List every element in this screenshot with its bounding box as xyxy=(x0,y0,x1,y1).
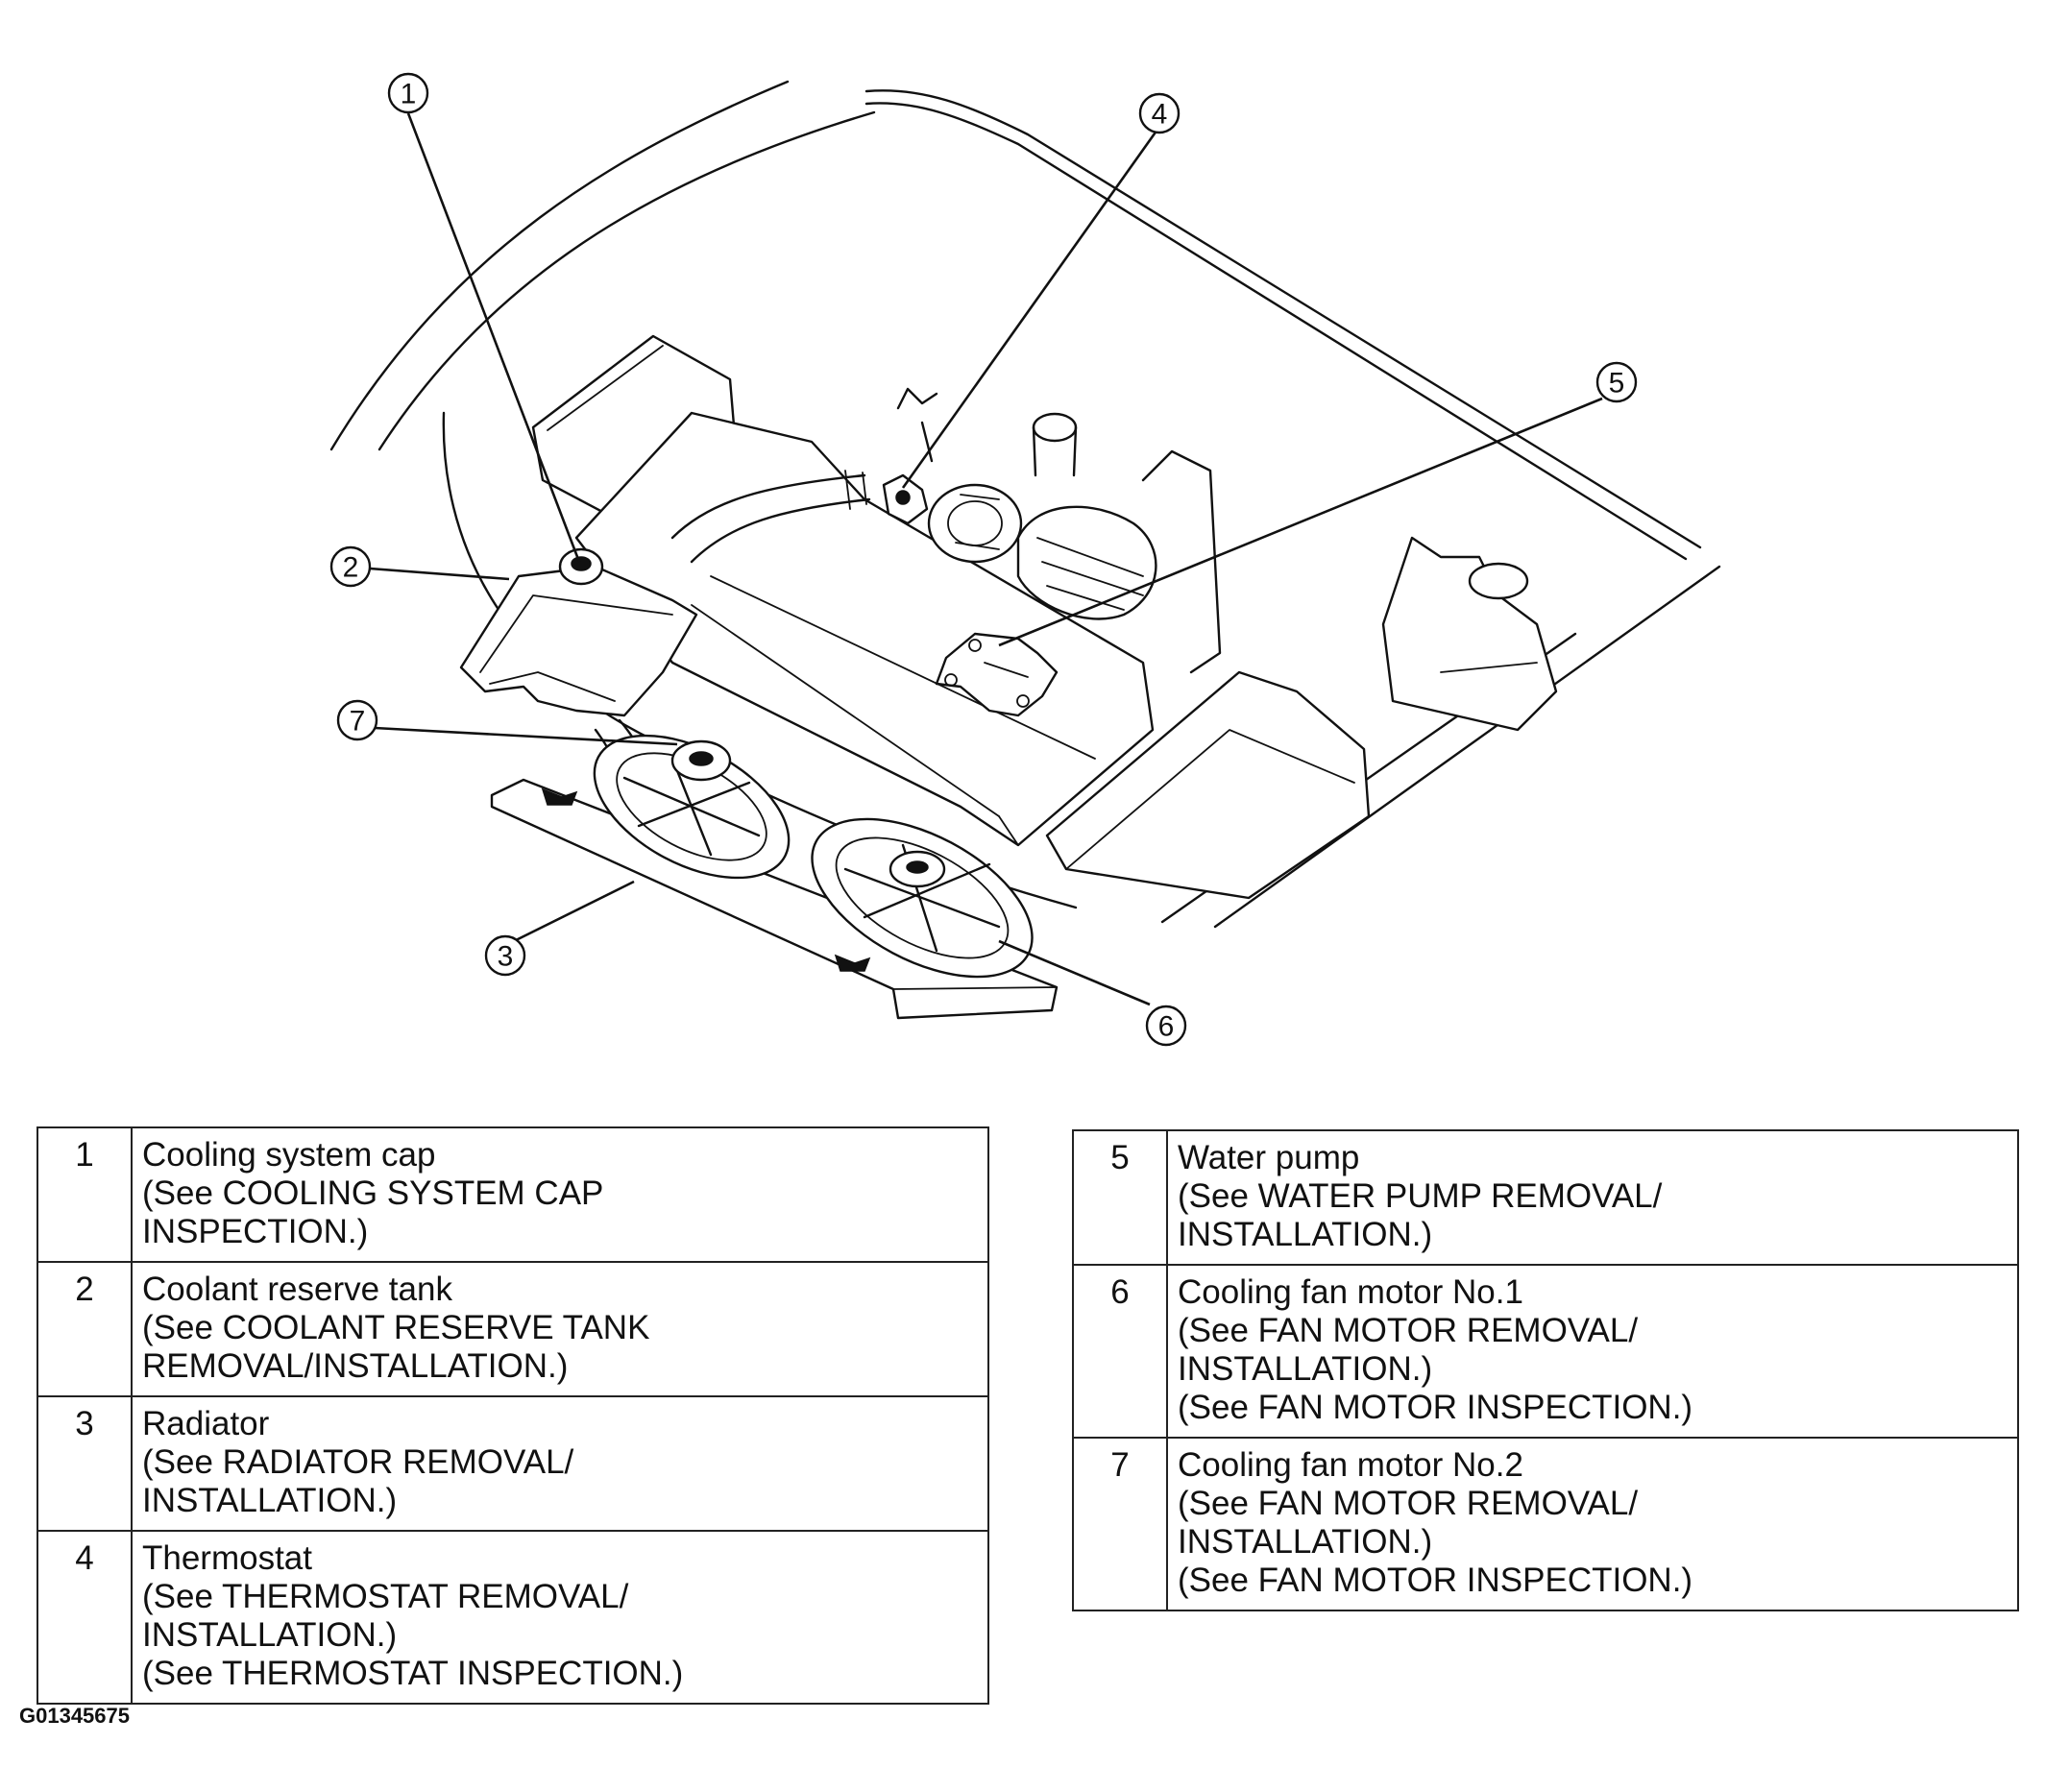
figure-id: G01345675 xyxy=(19,1704,130,1728)
part-description: Cooling fan motor No.1 (See FAN MOTOR RE… xyxy=(1166,1264,2019,1439)
callout-3: 3 xyxy=(484,934,526,977)
engine-block xyxy=(574,411,1371,900)
water-pump xyxy=(935,632,1059,717)
thermostat xyxy=(882,473,929,525)
part-reference: (See THERMOSTAT REMOVAL/ xyxy=(142,1578,629,1615)
part-description: Cooling system cap (See COOLING SYSTEM C… xyxy=(131,1126,989,1263)
callout-6-label: 6 xyxy=(1158,1011,1175,1043)
part-name: Coolant reserve tank xyxy=(142,1271,452,1308)
part-number: 5 xyxy=(1072,1129,1168,1266)
part-number: 1 xyxy=(37,1126,133,1263)
part-reference: INSTALLATION.) xyxy=(1178,1350,1433,1388)
part-reference: (See WATER PUMP REMOVAL/ xyxy=(1178,1177,1663,1215)
table-row: 3 Radiator (See RADIATOR REMOVAL/ INSTAL… xyxy=(37,1395,989,1532)
part-reference: (See FAN MOTOR INSPECTION.) xyxy=(1178,1389,1693,1426)
callout-2-label: 2 xyxy=(343,552,359,584)
part-number: 4 xyxy=(37,1530,133,1705)
callout-3-label: 3 xyxy=(498,941,514,973)
engine-bay-diagram: 1 2 3 4 5 6 7 xyxy=(329,72,1721,1047)
part-name: Cooling fan motor No.1 xyxy=(1178,1273,1523,1311)
part-number: 3 xyxy=(37,1395,133,1532)
part-number: 2 xyxy=(37,1261,133,1397)
callout-6: 6 xyxy=(1145,1005,1187,1047)
engine-component-left xyxy=(896,387,938,463)
part-name: Cooling system cap xyxy=(142,1136,436,1174)
part-reference: (See THERMOSTAT INSPECTION.) xyxy=(142,1655,684,1692)
part-reference: INSTALLATION.) xyxy=(142,1482,398,1519)
part-reference: INSTALLATION.) xyxy=(1178,1523,1433,1561)
parts-legend-table-right: 5 Water pump (See WATER PUMP REMOVAL/ IN… xyxy=(1072,1129,2019,1611)
alternator xyxy=(927,449,1222,674)
callout-1: 1 xyxy=(387,72,429,114)
part-reference: (See FAN MOTOR REMOVAL/ xyxy=(1178,1312,1639,1349)
part-reference: INSTALLATION.) xyxy=(142,1616,398,1654)
callout-5: 5 xyxy=(1595,361,1638,403)
brake-reservoir xyxy=(1381,536,1558,732)
cooling-system-cap xyxy=(558,547,604,586)
part-number: 6 xyxy=(1072,1264,1168,1439)
callout-7-label: 7 xyxy=(350,706,366,738)
part-reference: (See COOLANT RESERVE TANK xyxy=(142,1309,650,1346)
table-row: 7 Cooling fan motor No.2 (See FAN MOTOR … xyxy=(1072,1437,2019,1611)
parts-legend-table-left: 1 Cooling system cap (See COOLING SYSTEM… xyxy=(37,1126,989,1705)
cooling-fan-no1 xyxy=(811,817,1034,979)
part-description: Thermostat (See THERMOSTAT REMOVAL/ INST… xyxy=(131,1530,989,1705)
table-row: 1 Cooling system cap (See COOLING SYSTEM… xyxy=(37,1126,989,1263)
callout-2: 2 xyxy=(329,545,372,588)
oil-filler-cap xyxy=(1032,412,1078,477)
table-row: 6 Cooling fan motor No.1 (See FAN MOTOR … xyxy=(1072,1264,2019,1439)
callout-4: 4 xyxy=(1138,92,1181,134)
upper-radiator-hose xyxy=(670,470,871,564)
part-reference: (See COOLING SYSTEM CAP xyxy=(142,1174,604,1212)
part-description: Cooling fan motor No.2 (See FAN MOTOR RE… xyxy=(1166,1437,2019,1611)
part-reference: INSTALLATION.) xyxy=(1178,1216,1433,1253)
part-description: Water pump (See WATER PUMP REMOVAL/ INST… xyxy=(1166,1129,2019,1266)
table-row: 2 Coolant reserve tank (See COOLANT RESE… xyxy=(37,1261,989,1397)
part-description: Radiator (See RADIATOR REMOVAL/ INSTALLA… xyxy=(131,1395,989,1532)
part-reference: (See FAN MOTOR INSPECTION.) xyxy=(1178,1562,1693,1599)
part-name: Thermostat xyxy=(142,1539,312,1577)
part-reference: INSPECTION.) xyxy=(142,1213,369,1250)
part-name: Radiator xyxy=(142,1405,270,1442)
callout-4-label: 4 xyxy=(1152,99,1168,131)
cooling-fan-no2 xyxy=(593,734,791,880)
part-reference: (See RADIATOR REMOVAL/ xyxy=(142,1443,574,1481)
part-reference: (See FAN MOTOR REMOVAL/ xyxy=(1178,1485,1639,1522)
part-name: Water pump xyxy=(1178,1139,1360,1176)
leader-lines xyxy=(369,112,1603,1006)
callout-5-label: 5 xyxy=(1609,368,1625,400)
part-reference: REMOVAL/INSTALLATION.) xyxy=(142,1347,569,1385)
part-number: 7 xyxy=(1072,1437,1168,1611)
part-name: Cooling fan motor No.2 xyxy=(1178,1446,1523,1484)
callout-1-label: 1 xyxy=(401,79,417,110)
part-description: Coolant reserve tank (See COOLANT RESERV… xyxy=(131,1261,989,1397)
callout-7: 7 xyxy=(336,699,378,741)
table-row: 4 Thermostat (See THERMOSTAT REMOVAL/ IN… xyxy=(37,1530,989,1705)
table-row: 5 Water pump (See WATER PUMP REMOVAL/ IN… xyxy=(1072,1129,2019,1266)
